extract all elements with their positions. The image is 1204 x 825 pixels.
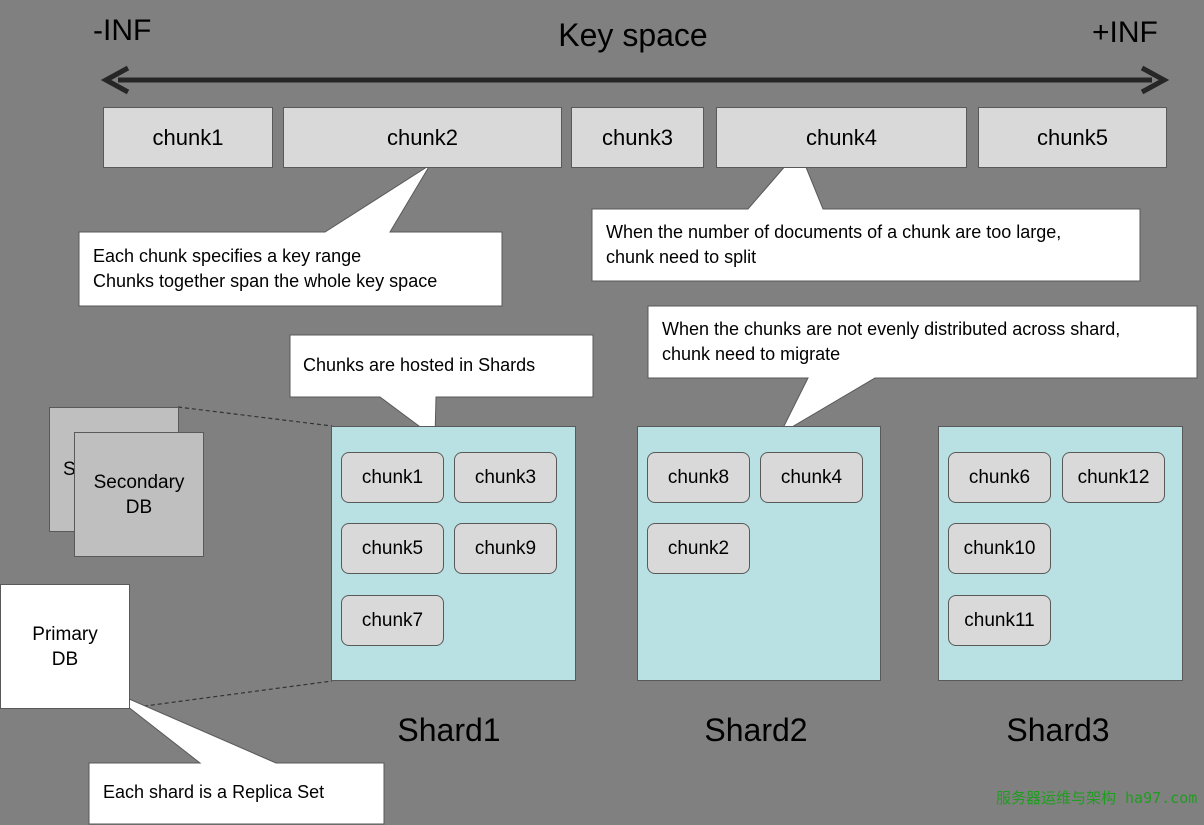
callout-migrate-bubble (647, 305, 1198, 436)
primary-db-label: DB (51, 648, 79, 670)
keyspace-chunk: chunk5 (978, 107, 1167, 168)
shard-chunk: chunk6 (948, 452, 1051, 503)
callout-line: When the chunks are not evenly distribut… (662, 319, 1121, 339)
callout-replica-bubble (88, 687, 385, 825)
shard-chunk: chunk9 (454, 523, 557, 574)
shard-label: Shard2 (704, 712, 808, 748)
callout-replica-text: Each shard is a Replica Set (103, 782, 325, 802)
min-key-label: -INF (93, 14, 152, 47)
keyspace-chunk: chunk2 (283, 107, 562, 168)
callout-line: chunk need to split (606, 247, 757, 267)
shard-label: Shard1 (397, 712, 501, 748)
shard-3: chunk6 chunk12 chunk10 chunk11 (938, 426, 1183, 681)
connector-line-top (177, 406, 333, 427)
shard-chunk: chunk8 (647, 452, 750, 503)
callout-line: Each chunk specifies a key range (93, 246, 362, 266)
callout-key-range-text: Each chunk specifies a key range Chunks … (93, 244, 437, 294)
keyspace-arrow (100, 65, 1170, 95)
secondary-db-label: Secondary (93, 471, 185, 493)
watermark: 服务器运维与架构 ha97.com (996, 789, 1198, 807)
callout-migrate-text: When the chunks are not evenly distribut… (662, 317, 1120, 367)
secondary-db-label: DB (125, 496, 153, 518)
shard-chunk: chunk11 (948, 595, 1051, 646)
primary-db-label: Primary (32, 623, 98, 645)
shard-chunk: chunk3 (454, 452, 557, 503)
shard-chunk: chunk7 (341, 595, 444, 646)
callout-hosted-bubble (289, 334, 594, 439)
keyspace-chunk: chunk4 (716, 107, 967, 168)
callout-split-bubble (591, 149, 1141, 282)
callout-key-range-bubble (78, 164, 503, 307)
primary-db: Primary DB (0, 584, 130, 709)
shard-2: chunk8 chunk4 chunk2 (637, 426, 881, 681)
secondary-db: Secondary DB (74, 432, 204, 557)
keyspace-chunk: chunk3 (571, 107, 704, 168)
callout-line: When the number of documents of a chunk … (606, 222, 1062, 242)
callout-line: Chunks together span the whole key space (93, 271, 438, 291)
shard-1: chunk1 chunk3 chunk5 chunk9 chunk7 (331, 426, 576, 681)
shard-chunk: chunk4 (760, 452, 863, 503)
connector-line-bottom (129, 680, 333, 709)
max-key-label: +INF (1092, 16, 1158, 49)
keyspace-title: Key space (558, 17, 708, 53)
keyspace-chunk: chunk1 (103, 107, 273, 168)
shard-chunk: chunk10 (948, 523, 1051, 574)
shard-chunk: chunk5 (341, 523, 444, 574)
callout-split-text: When the number of documents of a chunk … (606, 220, 1061, 270)
shard-chunk: chunk1 (341, 452, 444, 503)
shard-chunk: chunk2 (647, 523, 750, 574)
shard-label: Shard3 (1006, 712, 1110, 748)
secondary-db-back-label: S (63, 459, 76, 480)
callout-line: chunk need to migrate (662, 344, 841, 364)
shard-chunk: chunk12 (1062, 452, 1165, 503)
callout-hosted-text: Chunks are hosted in Shards (303, 355, 536, 375)
